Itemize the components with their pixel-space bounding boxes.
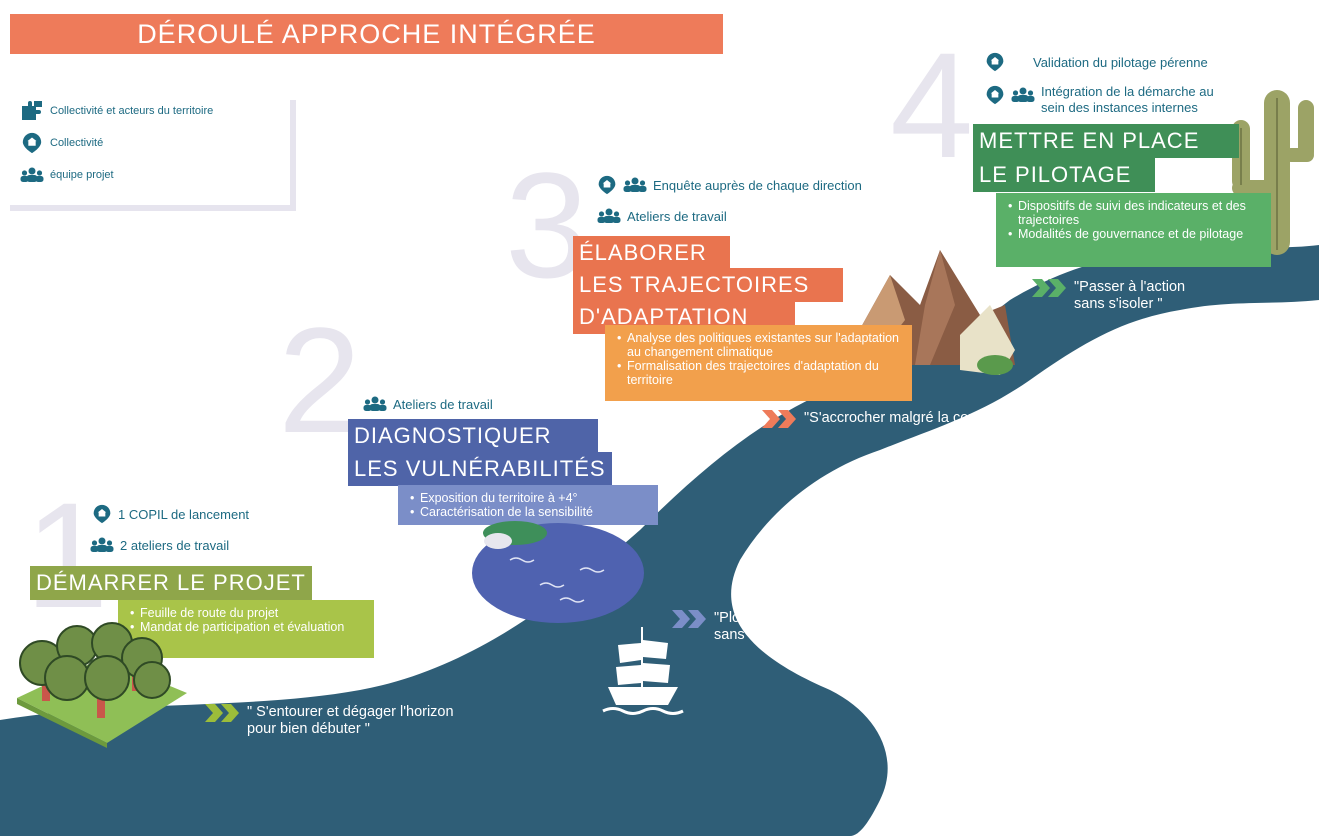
team-icon [623, 177, 647, 192]
legend: Collectivité et acteurs du territoire Co… [20, 100, 213, 186]
stage-4-number: 4 [890, 21, 974, 189]
team-icon [1011, 87, 1035, 102]
stage-2-quote: "Plonger dans les données sans se noyer" [672, 610, 892, 644]
team-icon [597, 208, 621, 223]
puzzle-icon [22, 101, 42, 120]
chevron-arrows-icon [205, 704, 239, 722]
stage-1-bullet: Feuille de route du projet [130, 606, 366, 620]
team-icon [90, 537, 114, 552]
legend-frame [10, 100, 296, 211]
stage-1-quote: " S'entourer et dégager l'horizon pour b… [205, 704, 485, 738]
legend-item: Collectivité [20, 132, 213, 154]
stage-2-title-line-2: LES VULNÉRABILITÉS [348, 452, 612, 486]
stage-2-bullet: Exposition du territoire à +4° [410, 491, 650, 505]
legend-item: équipe projet [20, 164, 213, 186]
stage-2-number: 2 [278, 296, 362, 464]
stage-2-bullet: Caractérisation de la sensibilité [410, 505, 650, 519]
stage-4-meta-validation: Validation du pilotage pérenne [985, 51, 1208, 73]
stage-1-bullet: Mandat de participation et évaluation [130, 620, 366, 634]
stage-2-title-line-1: DIAGNOSTIQUER [348, 419, 598, 453]
stage-4-bullet: Dispositifs de suivi des indicateurs et … [1008, 199, 1263, 227]
stage-3-bullet: Analyse des politiques existantes sur l'… [617, 331, 904, 359]
chevron-arrows-icon [762, 410, 796, 428]
stage-3-bullets: Analyse des politiques existantes sur l'… [605, 325, 912, 401]
page-title: DÉROULÉ APPROCHE INTÉGRÉE [10, 14, 723, 54]
stage-1-bullets: Feuille de route du projet Mandat de par… [118, 600, 374, 658]
stage-3-bullet: Formalisation des trajectoires d'adaptat… [617, 359, 904, 387]
lake-illustration [472, 521, 644, 623]
forest-illustration [17, 622, 187, 748]
ship-illustration [602, 627, 684, 715]
chevron-arrows-icon [672, 610, 706, 628]
town-hall-pin-icon [22, 132, 42, 154]
town-hall-pin-icon [986, 85, 1004, 105]
town-hall-pin-icon [93, 504, 111, 524]
stage-3-quote: "S'accrocher malgré la complexité" [762, 410, 1082, 428]
stage-2-meta-ateliers: Ateliers de travail [363, 396, 493, 412]
stage-4-meta-integration: Intégration de la démarche au sein des i… [985, 84, 1241, 116]
stage-4-title-line-1: METTRE EN PLACE [973, 124, 1239, 158]
stage-1-meta-copil: 1 COPIL de lancement [92, 503, 249, 525]
stage-3-meta-ateliers: Ateliers de travail [597, 208, 727, 224]
legend-item: Collectivité et acteurs du territoire [20, 100, 213, 122]
town-hall-pin-icon [986, 52, 1004, 72]
town-hall-pin-icon [598, 175, 616, 195]
stage-3-meta-enquete: Enquête auprès de chaque direction [597, 174, 862, 196]
team-icon [363, 396, 387, 411]
team-icon [20, 167, 44, 182]
stage-1-meta-ateliers: 2 ateliers de travail [90, 537, 229, 553]
stage-4-title-line-2: LE PILOTAGE [973, 158, 1155, 192]
stage-3-title-line-1: ÉLABORER [573, 236, 730, 270]
stage-4-quote: "Passer à l'action sans s'isoler " [1032, 279, 1232, 313]
stage-1-number: 1 [25, 471, 109, 639]
stage-4-bullet: Modalités de gouvernance et de pilotage [1008, 227, 1263, 241]
chevron-arrows-icon [1032, 279, 1066, 297]
stage-2-bullets: Exposition du territoire à +4° Caractéri… [398, 485, 658, 525]
stage-4-bullets: Dispositifs de suivi des indicateurs et … [996, 193, 1271, 267]
stage-1-title: DÉMARRER LE PROJET [30, 566, 312, 600]
stage-3-title-line-2: LES TRAJECTOIRES [573, 268, 843, 302]
